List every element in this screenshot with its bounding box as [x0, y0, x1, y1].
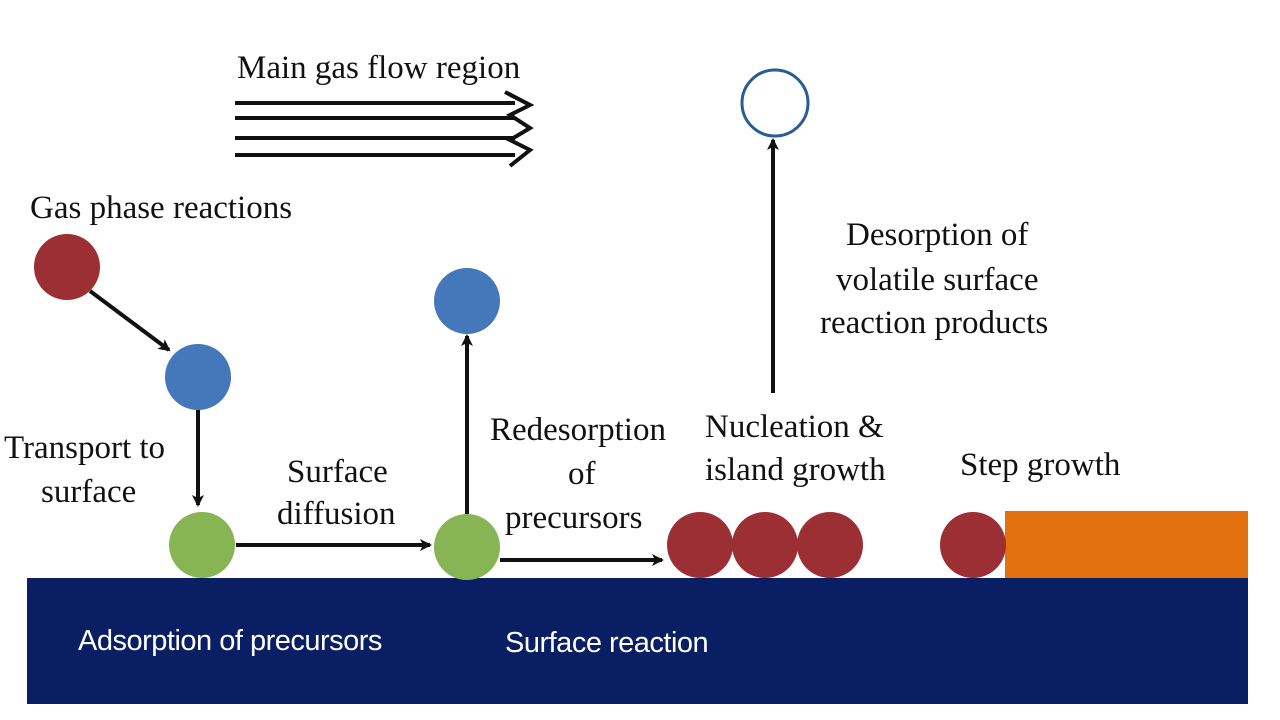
substrate — [27, 578, 1248, 704]
island-molecule-2 — [732, 512, 798, 578]
step-molecule — [940, 512, 1006, 578]
gas-flow-arrows — [235, 90, 535, 168]
desorbed-product — [740, 68, 810, 138]
redesorption-label-line1: Redesorption — [490, 412, 666, 448]
redesorbed-molecule — [434, 268, 500, 334]
film-step-block — [1005, 511, 1248, 578]
gas-to-transport-arrow — [88, 289, 171, 352]
desorption-label-line1: Desorption of — [846, 217, 1028, 253]
island-molecule-1 — [667, 512, 733, 578]
step-growth-label: Step growth — [960, 447, 1121, 483]
redesorption-label-line2: of — [568, 456, 596, 492]
island-molecule-3 — [797, 512, 863, 578]
transport-label-line2: surface — [41, 474, 136, 510]
surface-diffusion-label-line2: diffusion — [277, 496, 396, 532]
main-gas-flow-label: Main gas flow region — [237, 50, 520, 86]
adsorbed-molecule-2 — [434, 514, 500, 580]
redesorption-label-line3: precursors — [505, 500, 642, 536]
nucleation-label-line1: Nucleation & — [705, 409, 884, 445]
nucleation-label-line2: island growth — [705, 452, 886, 488]
surface-diffusion-label-line1: Surface — [287, 454, 388, 490]
gas-phase-molecule — [34, 234, 100, 300]
transport-label-line1: Transport to — [4, 430, 165, 466]
gas-phase-reactions-label: Gas phase reactions — [30, 190, 292, 226]
surface-reaction-label: Surface reaction — [505, 627, 708, 659]
transport-molecule — [165, 344, 231, 410]
desorption-label-line3: reaction products — [820, 305, 1048, 341]
desorption-label-line2: volatile surface — [836, 262, 1038, 298]
adsorption-label: Adsorption of precursors — [78, 625, 382, 657]
adsorbed-molecule-1 — [169, 512, 235, 578]
